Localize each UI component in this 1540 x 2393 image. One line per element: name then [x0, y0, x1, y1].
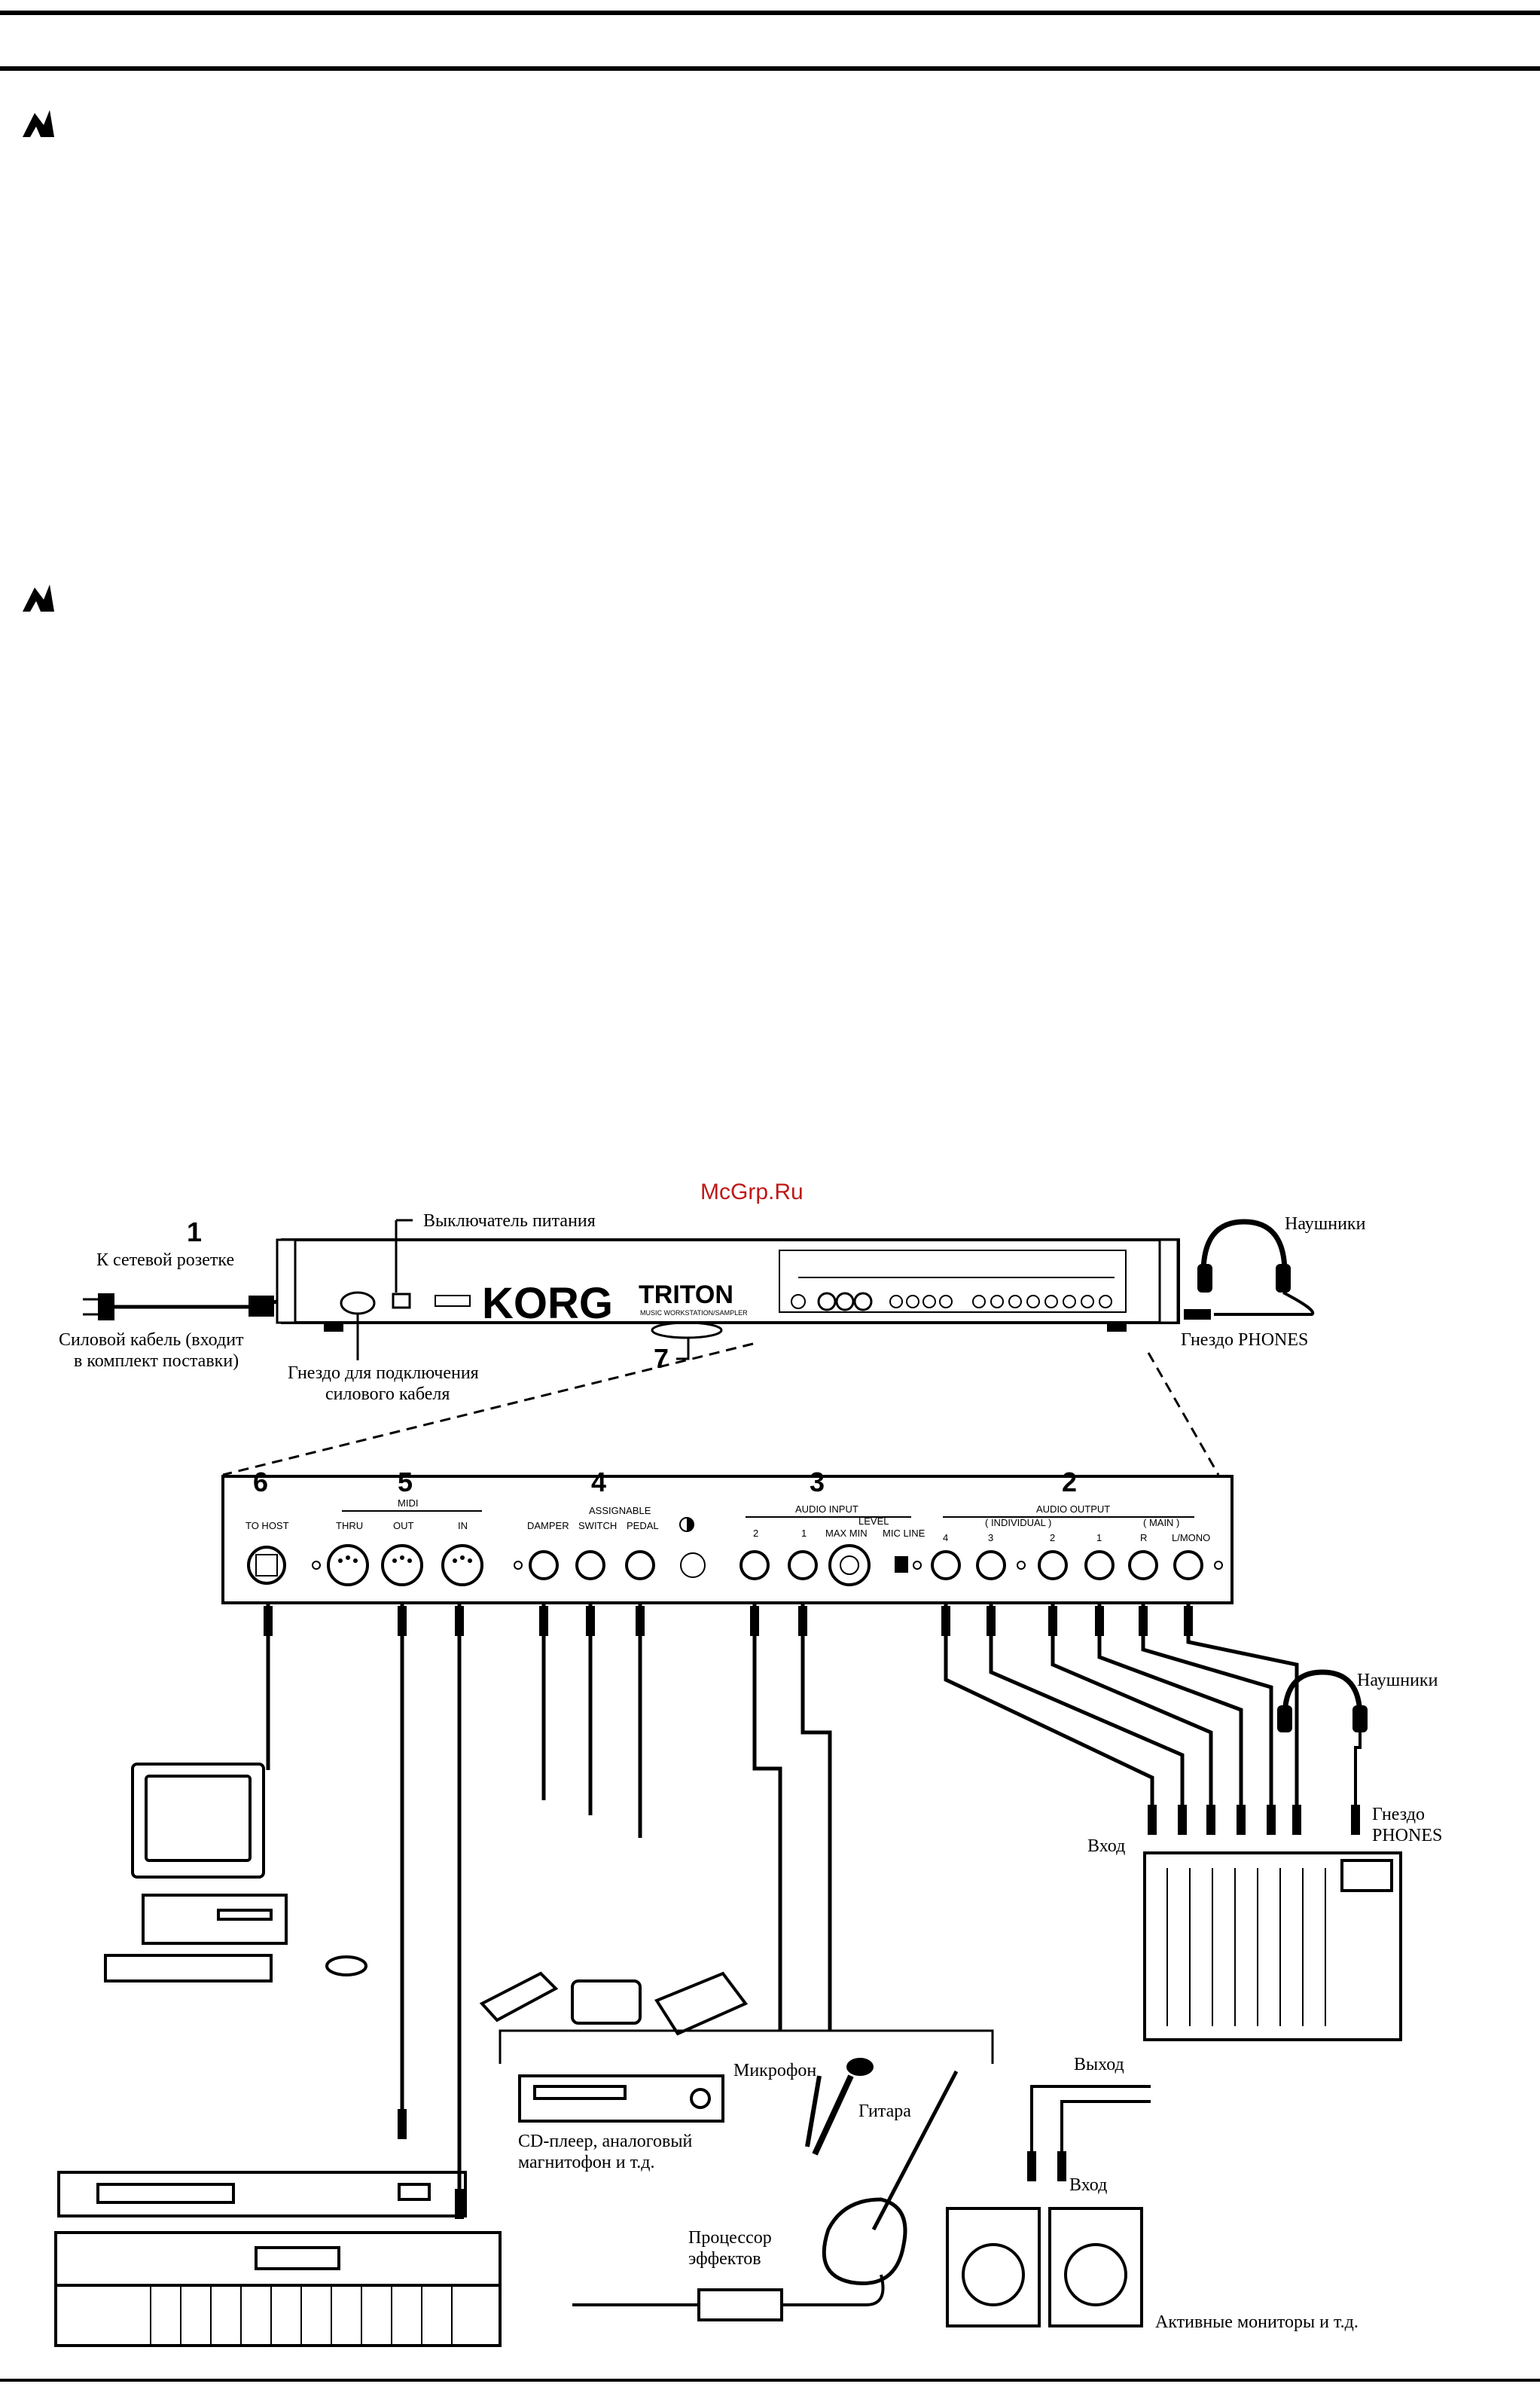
diagram-label: ASSIGNABLE — [589, 1505, 651, 1516]
diagram-label: магнитофон и т.д. — [518, 2153, 655, 2172]
diagram-label: 3 — [988, 1532, 993, 1543]
diagram-label: 1 — [801, 1528, 807, 1539]
diagram-label: К сетевой розетке — [96, 1250, 234, 1270]
cables — [266, 1604, 1299, 2192]
diagram-label: PEDAL — [627, 1520, 659, 1531]
diagram-label: SWITCH — [578, 1520, 617, 1531]
microphone-icon — [805, 2058, 874, 2156]
diagram-label: Гнездо для подключения — [288, 1363, 479, 1383]
diagram-label: силового кабеля — [325, 1384, 450, 1404]
diagram-label: 5 — [398, 1467, 413, 1497]
diagram-label: DAMPER — [527, 1520, 569, 1531]
power-cable — [83, 1293, 278, 1320]
cd-player-icon — [518, 2074, 724, 2123]
diagram-label: AUDIO OUTPUT — [1036, 1503, 1110, 1515]
header-rule — [0, 66, 1540, 71]
diagram-label: Гитара — [858, 2102, 911, 2121]
diagram-label: в комплект поставки) — [74, 1351, 239, 1371]
diagram-label: MUSIC WORKSTATION/SAMPLER — [640, 1309, 748, 1317]
diagram-label: Силовой кабель (входит — [59, 1330, 244, 1350]
diagram-label: Гнездо PHONES — [1181, 1330, 1308, 1350]
diagram-label: MAX MIN — [825, 1528, 868, 1539]
diagram-label: 1 — [1096, 1532, 1102, 1543]
diagram-label: Активные мониторы и т.д. — [1155, 2312, 1359, 2332]
headphones-icon — [1184, 1219, 1315, 1320]
model-logo: TRITON — [639, 1280, 733, 1309]
brand-logo: KORG — [482, 1279, 613, 1328]
diagram-label: Микрофон — [733, 2061, 816, 2080]
diagram-label: 4 — [591, 1467, 606, 1497]
diagram-label: 2 — [1062, 1467, 1077, 1497]
synth-keyboard-icon — [54, 2231, 502, 2347]
rack-module-icon — [57, 2171, 467, 2217]
diagram-label: MIDI — [398, 1497, 418, 1509]
top-rule — [0, 11, 1540, 15]
instrument-rear: KORG TRITON MUSIC WORKSTATION/SAMPLER — [276, 1238, 1180, 1339]
bottom-rule — [0, 2379, 1540, 2382]
diagram-label: Вход — [1087, 1836, 1125, 1856]
diagram-label: PHONES — [1372, 1826, 1442, 1845]
diagram-label: 3 — [810, 1467, 825, 1497]
diagram-label: CD-плеер, аналоговый — [518, 2132, 692, 2151]
diagram-label: 7 — [654, 1343, 669, 1374]
computer-icon — [104, 1763, 367, 1982]
diagram-label: OUT — [393, 1520, 414, 1531]
diagram-label: THRU — [336, 1520, 363, 1531]
speaker-icon — [946, 2207, 1143, 2327]
diagram-label: Вход — [1069, 2175, 1107, 2195]
guitar-icon — [822, 2070, 959, 2285]
diagram-label: 2 — [753, 1528, 758, 1539]
mixer-icon — [1143, 1851, 1402, 2041]
note-icon — [23, 110, 54, 137]
connection-diagram: McGrp.Ru KORG TRITON MUSIC WORKSTATION/S… — [0, 1175, 1540, 2350]
diagram-label: LEVEL — [858, 1515, 889, 1527]
pedals-icon — [479, 1971, 749, 2036]
diagram-label: 1 — [187, 1216, 202, 1247]
diagram-label: ( INDIVIDUAL ) — [985, 1517, 1051, 1528]
diagram-label: R — [1140, 1532, 1147, 1543]
diagram-label: Наушники — [1357, 1671, 1438, 1690]
watermark: McGrp.Ru — [700, 1180, 804, 1204]
diagram-label: Процессор — [688, 2228, 772, 2248]
diagram-label: 6 — [253, 1467, 268, 1497]
note-icon — [23, 585, 54, 612]
diagram-label: 4 — [943, 1532, 948, 1543]
diagram-label: Гнездо — [1372, 1805, 1425, 1824]
diagram-label: MIC LINE — [883, 1528, 926, 1539]
effects-processor-icon — [572, 2274, 885, 2321]
diagram-label: Выключатель питания — [423, 1211, 596, 1231]
diagram-label: IN — [458, 1520, 468, 1531]
diagram-label: AUDIO INPUT — [795, 1503, 858, 1515]
rear-panel-detail: 6 5 4 3 2 MIDI TO HOST THRU OUT IN ASSIG… — [221, 1467, 1234, 1604]
diagram-label: эффектов — [688, 2249, 761, 2269]
diagram-label: ( MAIN ) — [1143, 1517, 1179, 1528]
diagram-label: L/MONO — [1172, 1532, 1210, 1543]
diagram-label: 2 — [1050, 1532, 1055, 1543]
diagram-label: Выход — [1074, 2055, 1124, 2074]
diagram-label: Наушники — [1285, 1214, 1366, 1234]
diagram-label: TO HOST — [245, 1520, 289, 1531]
headphones-icon — [1277, 1669, 1368, 1808]
